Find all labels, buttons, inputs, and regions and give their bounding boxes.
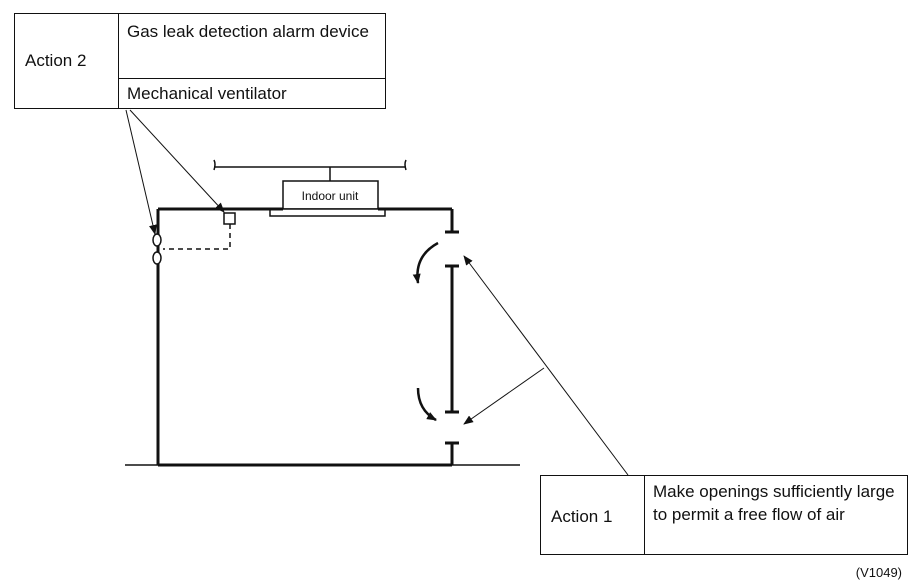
action1-divider	[644, 476, 645, 554]
action2-divider	[118, 14, 119, 108]
indoor-unit	[269, 180, 386, 217]
action1-label: Action 1	[551, 507, 613, 526]
figure-code: (V1049)	[855, 565, 902, 580]
alarm-device-label: Gas leak detection alarm device	[127, 22, 369, 41]
airflow-arrow-bottom	[416, 387, 437, 422]
action2-label: Action 2	[25, 51, 87, 70]
ventilator-icon	[152, 233, 162, 265]
action1-leaders	[463, 255, 629, 476]
action2-table: Action 2 Gas leak detection alarm device…	[14, 13, 386, 109]
ventilator-label: Mechanical ventilator	[127, 84, 287, 103]
sensor-icon	[223, 212, 236, 225]
sensor-wire	[163, 224, 231, 250]
action2-leaders	[125, 109, 225, 235]
airflow-arrow-top	[412, 241, 439, 284]
action2-row-divider	[118, 78, 386, 79]
indoor-unit-label: Indoor unit	[302, 189, 359, 203]
room-walls	[156, 207, 454, 467]
action1-text: Make openings sufficiently large to perm…	[653, 482, 895, 524]
opening-caps	[445, 230, 459, 445]
action1-table: Action 1 Make openings sufficiently larg…	[540, 475, 908, 555]
dimension-bracket	[213, 159, 407, 181]
